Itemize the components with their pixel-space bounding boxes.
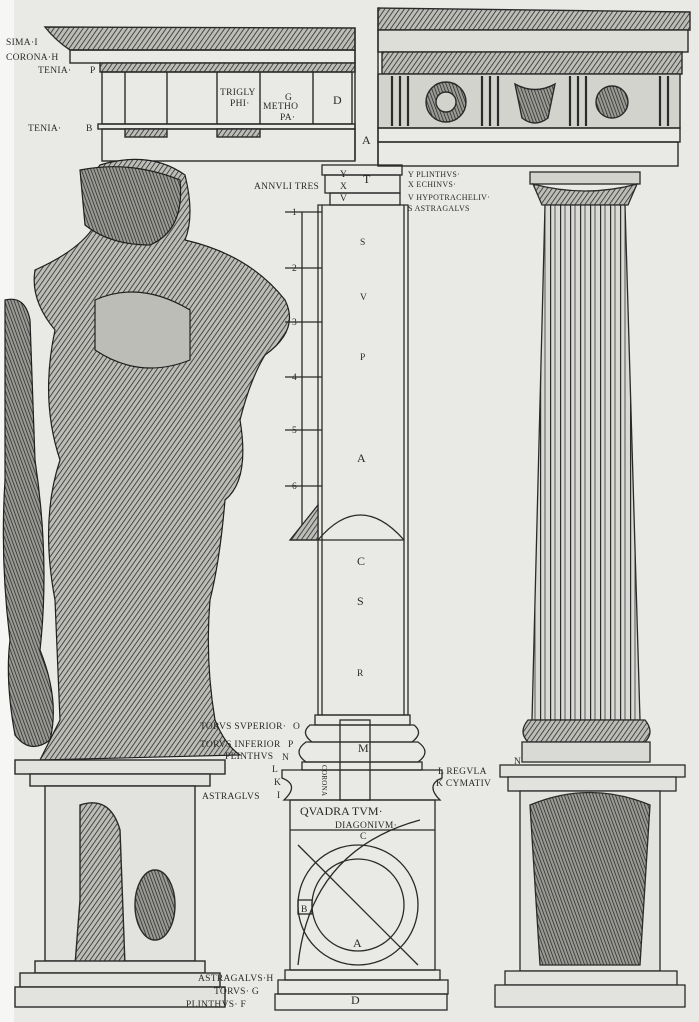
entablature bbox=[43, 7, 691, 167]
division-6: 6 bbox=[292, 482, 297, 492]
label-diagonium: DIAGONIVM· bbox=[335, 821, 397, 831]
label-tenia-bottom: TENIA· bbox=[28, 124, 61, 134]
left-pedestal bbox=[14, 759, 226, 1008]
cornice-sima bbox=[43, 26, 356, 51]
shaft-letter: V bbox=[360, 293, 367, 303]
label-plinthus-cap: Y PLINTHVS· bbox=[408, 170, 460, 179]
doric-column bbox=[494, 171, 686, 1008]
label-a: A bbox=[362, 133, 371, 147]
label-cymatium: K CYMATIV bbox=[436, 779, 491, 789]
shaft-letter: S bbox=[357, 594, 364, 608]
label-triglyphi-2: PHI· bbox=[230, 99, 250, 109]
label-l: L bbox=[272, 765, 278, 775]
label-quadratum: QVADRA TVM· bbox=[300, 804, 383, 818]
label-triglyphi-1: TRIGLY bbox=[220, 88, 256, 98]
label-astragalus-base: ASTRAGLVS bbox=[202, 792, 260, 802]
division-3: 3 bbox=[292, 318, 297, 328]
label-vertical: CORONA bbox=[320, 765, 328, 796]
label-sima: SIMA·I bbox=[6, 38, 38, 48]
division-2: 2 bbox=[292, 264, 297, 274]
hercules-statue bbox=[2, 158, 291, 761]
label-t: T bbox=[363, 172, 371, 186]
label-regula: L REGVLA bbox=[438, 767, 487, 777]
label-astragalus-cap: S ASTRAGALVS bbox=[408, 204, 470, 213]
label-i: I bbox=[277, 791, 280, 801]
label-y: Y bbox=[340, 170, 347, 180]
label-torus-inferior-letter: P bbox=[288, 740, 294, 750]
label-tenia-top-letter: P bbox=[90, 66, 96, 76]
label-v: V bbox=[340, 194, 347, 204]
division-5: 5 bbox=[292, 426, 297, 436]
label-plinthus-base: PLINTHVS bbox=[225, 752, 273, 762]
label-torus-superior-letter: O bbox=[293, 722, 300, 732]
label-plinthus-ped: PLINTHVS· F bbox=[186, 1000, 246, 1010]
label-plinthus-letter: N bbox=[282, 753, 289, 763]
label-k: K bbox=[274, 778, 281, 788]
label-b-pedestal: B bbox=[301, 905, 308, 915]
label-torus-ped: TORVS· G bbox=[214, 987, 259, 997]
ox-skull-metope bbox=[514, 82, 556, 124]
label-corona: CORONA·H bbox=[6, 53, 59, 63]
shaft-letter: S bbox=[360, 238, 366, 248]
label-astragalus-ped: ASTRAGALVS·H bbox=[198, 974, 274, 984]
label-d: D bbox=[333, 93, 342, 107]
label-methopa-2: PA· bbox=[280, 113, 295, 123]
division-4: 4 bbox=[292, 373, 297, 383]
tenia-top bbox=[99, 62, 356, 73]
label-methopa-1: METHO bbox=[263, 102, 298, 112]
label-methopa-g: G bbox=[285, 93, 292, 103]
label-echinus: X ECHINVS· bbox=[408, 180, 456, 189]
division-1: 1 bbox=[292, 208, 297, 218]
label-torus-superior: TORVS SVPERIOR· bbox=[200, 722, 286, 732]
label-hypotrachelium: V HYPOTRACHELIV· bbox=[408, 193, 490, 202]
labels: SIMA·I CORONA·H TENIA· P TENIA· B TRIGLY… bbox=[6, 38, 521, 1010]
label-x: X bbox=[340, 182, 347, 192]
label-r: R bbox=[357, 669, 364, 679]
label-m: M bbox=[358, 741, 369, 755]
label-d-pedestal: D bbox=[351, 993, 360, 1007]
shaft-letter: C bbox=[357, 554, 365, 568]
label-tenia-top: TENIA· bbox=[38, 66, 71, 76]
label-tenia-bottom-letter: B bbox=[86, 124, 93, 134]
label-annuli: ANNVLI TRES bbox=[254, 182, 319, 192]
label-c: C bbox=[360, 832, 367, 842]
center-column-diagram bbox=[274, 164, 449, 1011]
label-torus-inferior: TORVS INFERIOR bbox=[200, 740, 281, 750]
shaft-letter: A bbox=[357, 451, 366, 465]
club bbox=[2, 298, 54, 747]
label-a-pedestal: A bbox=[353, 936, 362, 950]
label-n-right: N bbox=[514, 757, 521, 767]
shaft-letter: P bbox=[360, 353, 366, 363]
